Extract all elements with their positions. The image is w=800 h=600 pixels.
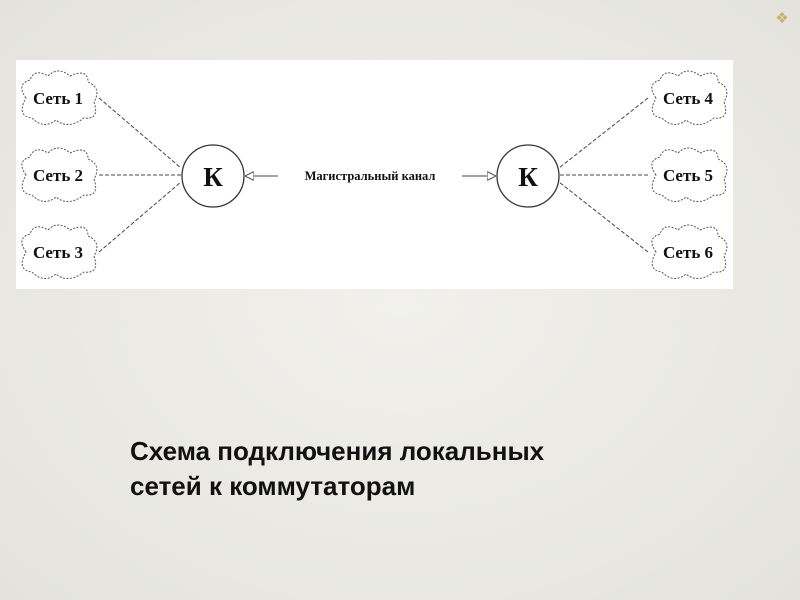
- caption-line-2: сетей к коммутаторам: [130, 471, 416, 501]
- slide-caption: Схема подключения локальных сетей к комм…: [130, 434, 770, 504]
- link-net6-switch-right: [558, 181, 649, 253]
- caption-line-1: Схема подключения локальных: [130, 436, 545, 466]
- link-net3-switch-left: [98, 181, 182, 253]
- network-cloud-shape: [21, 147, 98, 202]
- network-cloud-label: Сеть 3: [33, 243, 83, 262]
- switch-right-label: К: [518, 162, 538, 192]
- network-cloud-label: Сеть 5: [663, 166, 713, 185]
- switch-left-label: К: [203, 162, 223, 192]
- network-cloud-right-3: Сеть 6: [651, 224, 728, 279]
- network-cloud-shape: [651, 224, 728, 279]
- network-cloud-shape: [21, 70, 98, 125]
- link-net1-switch-left: [98, 97, 182, 169]
- network-cloud-left-3: Сеть 3: [21, 224, 98, 279]
- slide-corner-mark-icon: ❖: [775, 10, 789, 27]
- network-cloud-left-2: Сеть 2: [21, 147, 98, 202]
- network-clouds: Сеть 1 Сеть 2 Сеть 3 Сеть 4 Сеть 5 Сеть 6: [21, 70, 728, 279]
- switch-right: К: [496, 144, 560, 208]
- switch-left: К: [181, 144, 245, 208]
- network-cloud-label: Сеть 6: [663, 243, 713, 262]
- network-cloud-right-2: Сеть 5: [651, 147, 728, 202]
- network-cloud-label: Сеть 1: [33, 89, 83, 108]
- network-cloud-shape: [651, 147, 728, 202]
- network-cloud-label: Сеть 2: [33, 166, 83, 185]
- link-net4-switch-right: [558, 97, 649, 169]
- network-cloud-shape: [21, 224, 98, 279]
- backbone-channel-label: Магистральный канал: [305, 169, 436, 183]
- connector-lines: [98, 97, 649, 253]
- network-cloud-shape: [651, 70, 728, 125]
- network-cloud-left-1: Сеть 1: [21, 70, 98, 125]
- network-cloud-right-1: Сеть 4: [651, 70, 728, 125]
- network-cloud-label: Сеть 4: [663, 89, 714, 108]
